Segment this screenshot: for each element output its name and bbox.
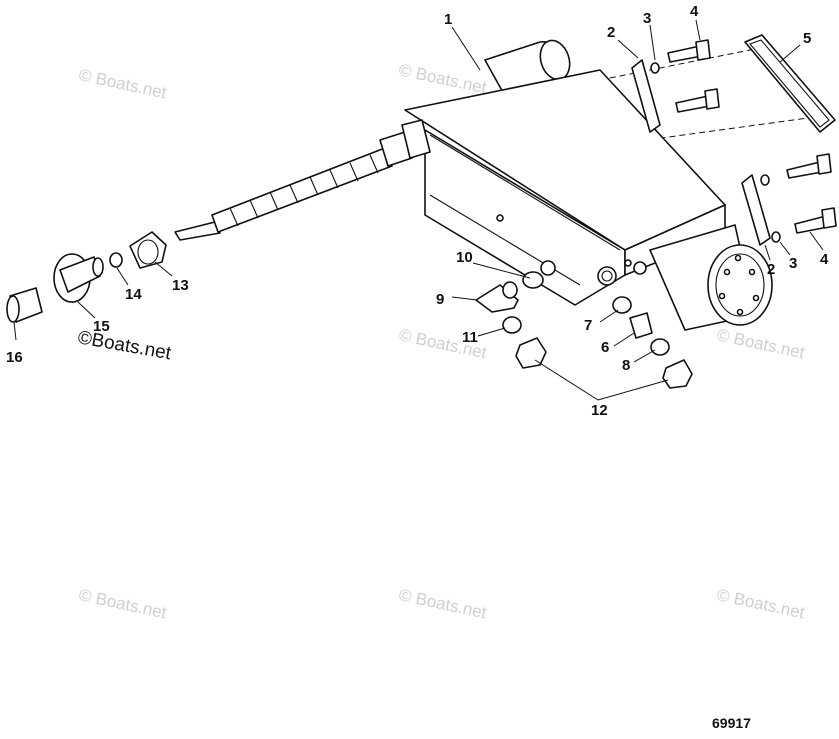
- callout-8: 8: [622, 357, 630, 374]
- callout-15: 15: [93, 318, 110, 335]
- watermark: © Boats.net: [715, 585, 806, 622]
- watermark: © Boats.net: [397, 60, 488, 97]
- callout-13: 13: [172, 277, 189, 294]
- callout-6: 6: [601, 339, 609, 356]
- callout-3-lower: 3: [789, 255, 797, 272]
- alignment-lines: [599, 47, 831, 146]
- callout-7: 7: [584, 317, 592, 334]
- callout-12: 12: [591, 402, 608, 419]
- callout-numbers: 1 2 3 4 5 2 3 4 10 9 11 7 6 8 12 13 14 1…: [6, 3, 829, 419]
- callout-10: 10: [456, 249, 473, 266]
- figure-number: 69917: [712, 715, 751, 731]
- seal-ring: [744, 34, 836, 133]
- callout-9: 9: [436, 291, 444, 308]
- callout-3-upper: 3: [643, 10, 651, 27]
- watermark: © Boats.net: [715, 325, 806, 362]
- upper-bracket-hardware: [631, 39, 720, 133]
- callout-2-lower: 2: [767, 261, 775, 278]
- callout-11: 11: [462, 329, 478, 346]
- callout-4-lower: 4: [820, 251, 829, 268]
- watermark: © Boats.net: [77, 65, 168, 102]
- watermark: © Boats.net: [397, 585, 488, 622]
- callout-5: 5: [803, 30, 811, 47]
- end-fittings: [6, 231, 167, 323]
- trim-cylinder-body: [404, 39, 773, 331]
- threaded-rod: [174, 119, 431, 241]
- callout-14: 14: [125, 286, 142, 303]
- callout-4-upper: 4: [690, 3, 699, 20]
- watermark: © Boats.net: [77, 585, 168, 622]
- callout-16: 16: [6, 349, 23, 366]
- brand-watermark: ©Boats.net: [76, 327, 173, 364]
- hydraulic-fittings: [475, 271, 693, 389]
- callout-1: 1: [444, 11, 452, 28]
- lower-bracket-hardware: [741, 153, 837, 246]
- callout-2-upper: 2: [607, 24, 615, 41]
- leader-lines: [13, 19, 824, 401]
